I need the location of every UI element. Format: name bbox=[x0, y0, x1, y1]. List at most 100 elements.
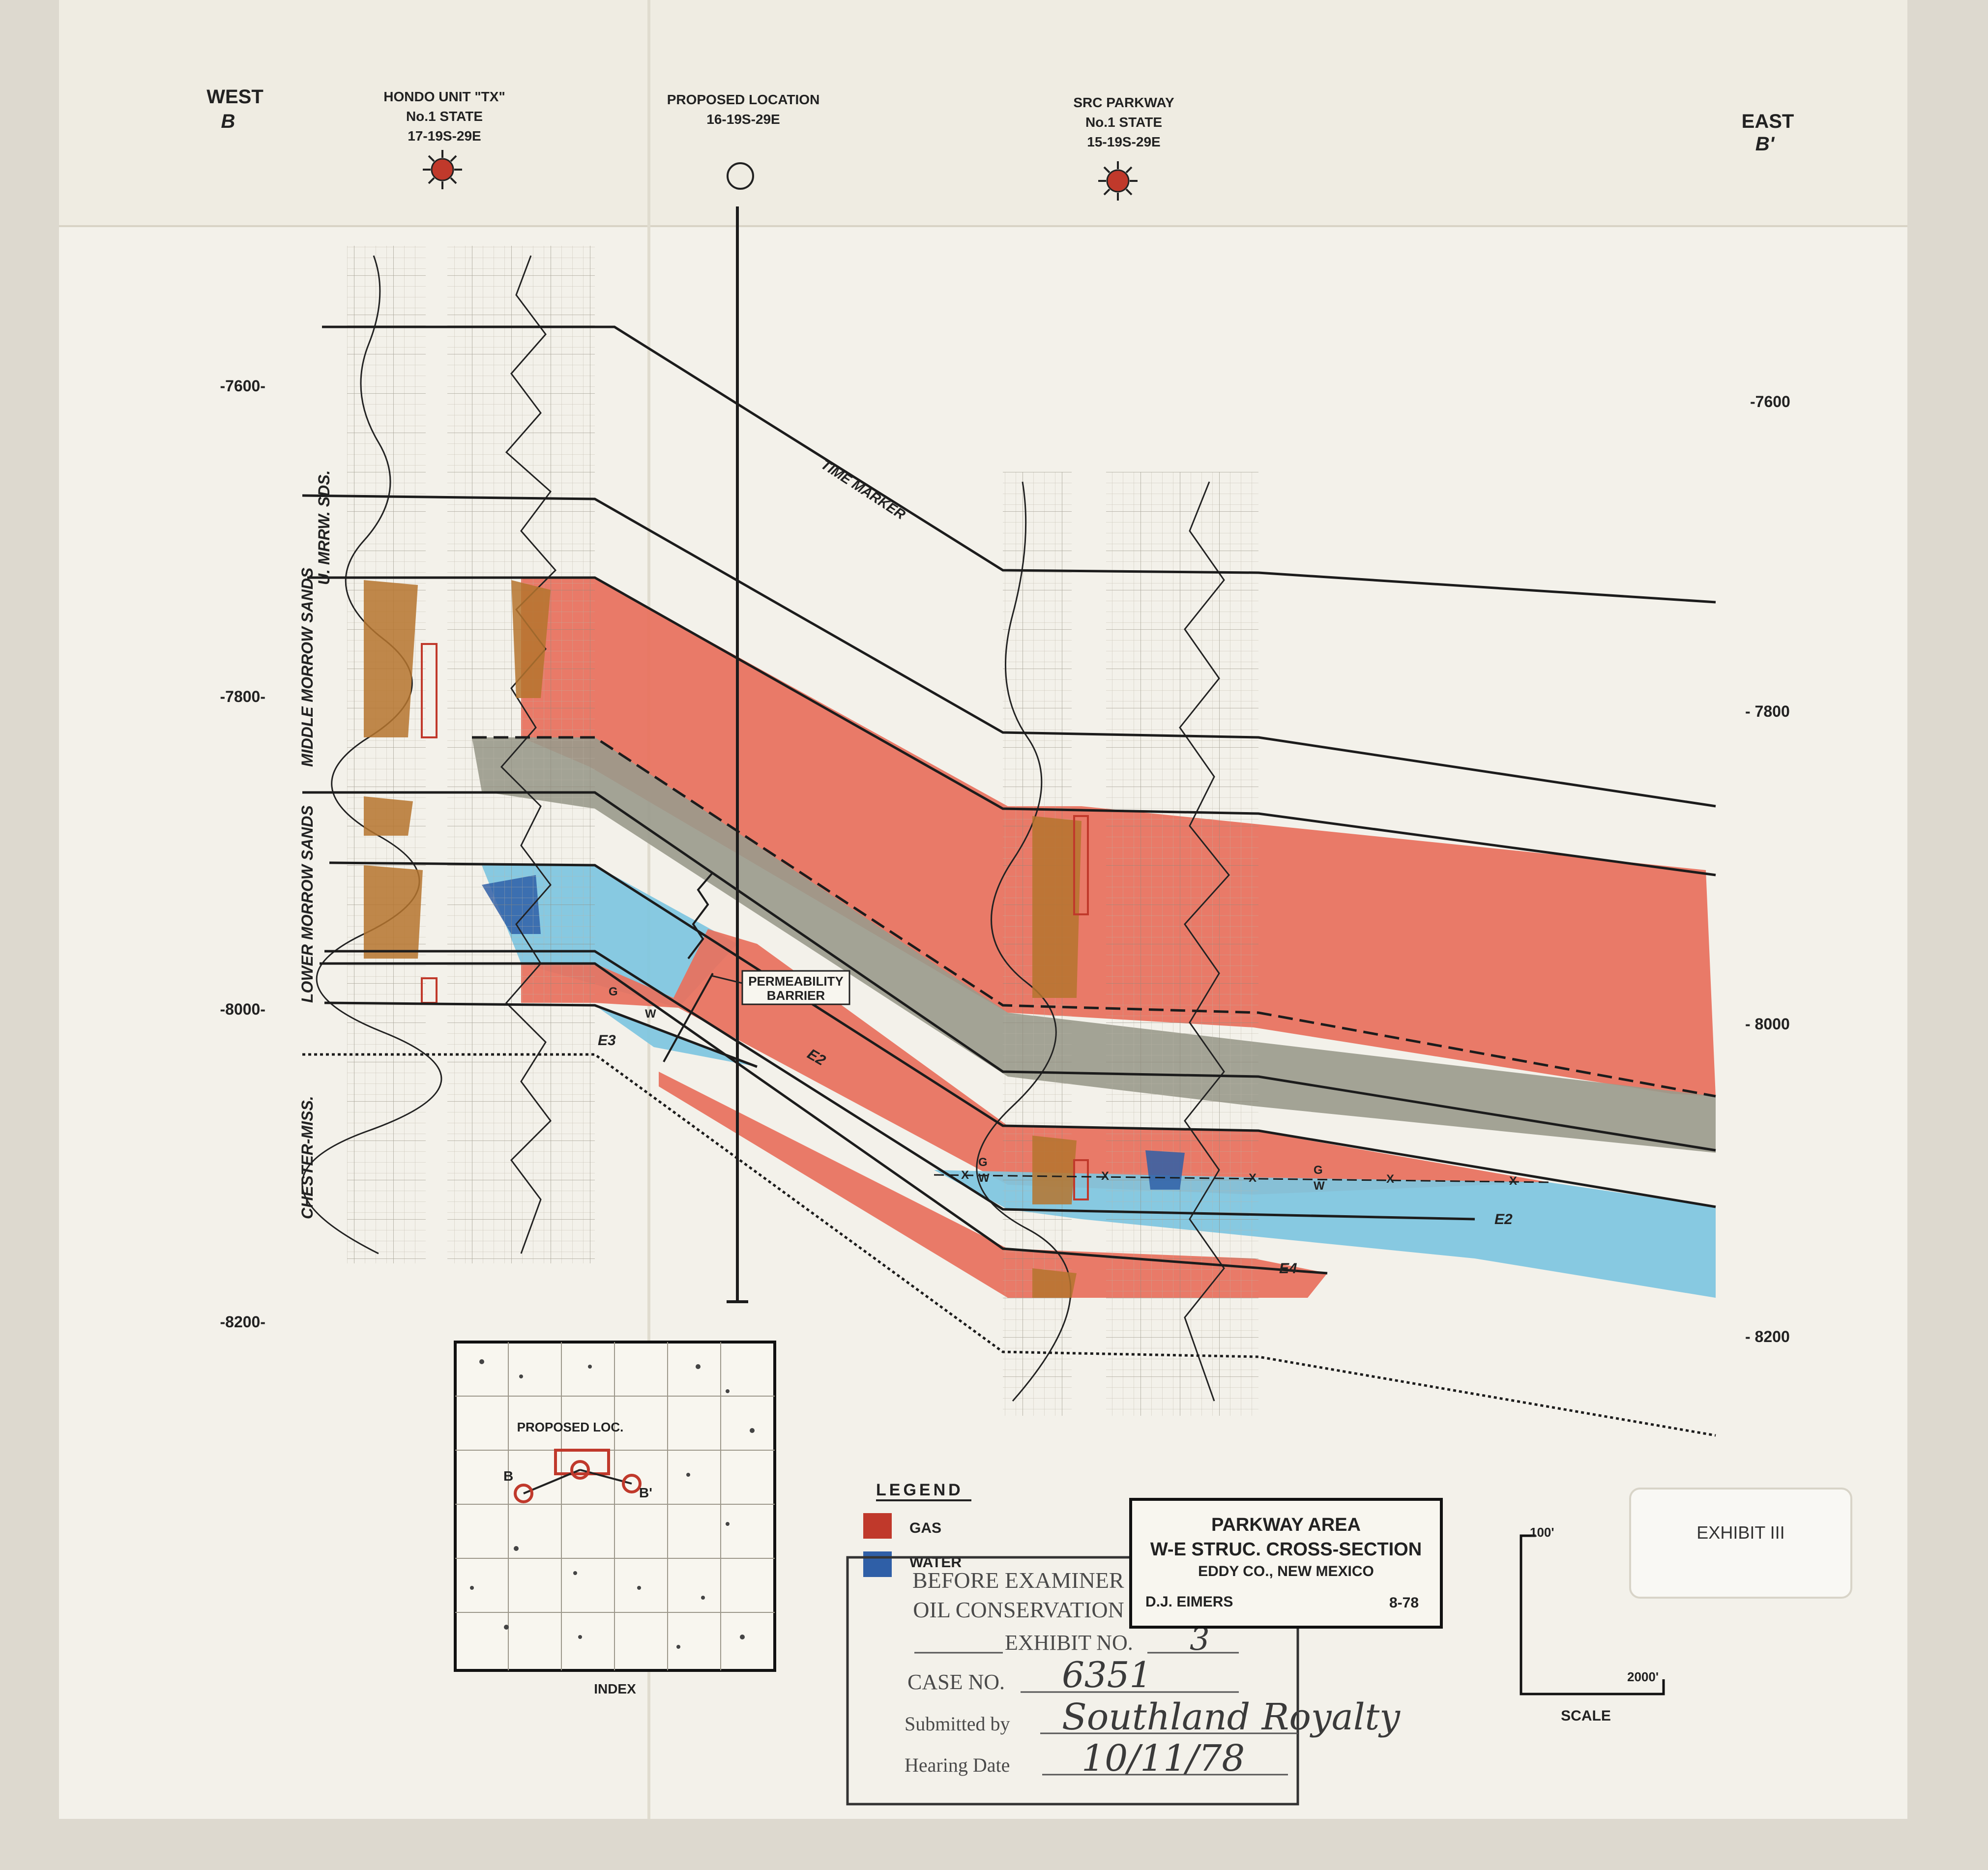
b-label: B bbox=[503, 1468, 513, 1484]
correlation-lines bbox=[302, 206, 1716, 1437]
perforation-marker bbox=[1073, 815, 1089, 915]
depth-axis-right: -7600 - 7800 - 8000 - 8200 bbox=[1745, 393, 1790, 1345]
permeability-barrier bbox=[687, 872, 714, 960]
contact-g: G bbox=[1314, 1164, 1323, 1177]
well-location: 17-19S-29E bbox=[408, 128, 481, 144]
depth-tick: -7600 bbox=[1750, 393, 1790, 410]
gas-well-icon bbox=[1098, 161, 1138, 201]
contact-x: X bbox=[1509, 1174, 1517, 1188]
depth-tick: - 8200 bbox=[1745, 1328, 1790, 1345]
exhibit-tag-frame bbox=[1629, 1488, 1852, 1599]
proposed-location: 16-19S-29E bbox=[706, 112, 780, 127]
proposed-loc-box bbox=[554, 1449, 610, 1475]
gas-sand-fill bbox=[364, 580, 418, 737]
legend-title: LEGEND bbox=[876, 1481, 964, 1499]
title-block: PARKWAY AREA W-E STRUC. CROSS-SECTION ED… bbox=[1129, 1498, 1443, 1629]
west-b-label: B bbox=[221, 111, 235, 132]
submitted-by-label: Submitted by bbox=[905, 1713, 1010, 1735]
east-label: EAST bbox=[1742, 111, 1794, 132]
west-label: WEST bbox=[206, 86, 263, 108]
depth-axis-left: -7600- -7800- -8000- -8200- bbox=[220, 377, 266, 1331]
well-header-hondo: HONDO UNIT "TX" No.1 STATE 17-19S-29E bbox=[383, 89, 505, 189]
well-name: HONDO UNIT "TX" bbox=[383, 89, 505, 104]
chester-miss-label: CHESTER-MISS. bbox=[298, 1096, 316, 1219]
gas-water-contact: X X X X X G W G W bbox=[934, 1156, 1549, 1193]
perforation-marker bbox=[421, 643, 438, 738]
proposed-loc-label: PROPOSED LOC. bbox=[517, 1420, 624, 1434]
contact-g: G bbox=[978, 1156, 988, 1169]
legend-label-gas: GAS bbox=[909, 1520, 941, 1536]
map-well-b-prime-icon bbox=[622, 1474, 642, 1493]
exhibit-no-label: EXHIBIT NO. bbox=[1005, 1631, 1133, 1655]
e3-base-line bbox=[324, 1001, 758, 1068]
contact-x: X bbox=[1386, 1172, 1394, 1186]
east-b-prime-label: B' bbox=[1755, 133, 1775, 155]
case-no-value: 6351 bbox=[1062, 1654, 1152, 1695]
hearing-date-value: 10/11/78 bbox=[1082, 1737, 1245, 1780]
permeability-barrier-callout: PERMEABILITY BARRIER bbox=[711, 970, 850, 1005]
title-line-3: EDDY CO., NEW MEXICO bbox=[1198, 1563, 1374, 1579]
depth-tick: -8000- bbox=[220, 1000, 266, 1018]
u-morrow-top-line bbox=[302, 494, 1716, 808]
scale-horizontal-label: 2000' bbox=[1627, 1669, 1659, 1684]
gas-zone-e4 bbox=[659, 1072, 1327, 1298]
middle-morrow-top-line bbox=[307, 576, 1716, 877]
well-header-src: SRC PARKWAY No.1 STATE 15-19S-29E bbox=[1073, 95, 1174, 201]
index-title: INDEX bbox=[594, 1681, 636, 1696]
contact-x: X bbox=[961, 1169, 969, 1182]
title-author: D.J. EIMERS bbox=[1145, 1594, 1233, 1610]
contact-x: X bbox=[1249, 1171, 1257, 1185]
gas-sand-fill bbox=[364, 865, 423, 959]
hearing-date-label: Hearing Date bbox=[905, 1754, 1010, 1776]
water-sand-fill bbox=[1145, 1150, 1185, 1190]
legend: LEGEND GAS WATER bbox=[863, 1481, 971, 1577]
upper-morrow-label: U. MRRW. SDS. bbox=[315, 470, 333, 585]
sp-curve bbox=[301, 255, 442, 1255]
callout-box bbox=[741, 970, 850, 1005]
proposed-name: PROPOSED LOCATION bbox=[667, 92, 820, 107]
e3-label: E3 bbox=[598, 1032, 616, 1049]
gas-sand-fill bbox=[1032, 1136, 1077, 1204]
contact-w: W bbox=[978, 1171, 990, 1185]
legend-swatch-water bbox=[863, 1551, 892, 1577]
log-track-left bbox=[347, 246, 426, 1263]
e3-w-label: W bbox=[645, 1007, 656, 1021]
contact-w: W bbox=[1314, 1179, 1325, 1193]
scale-bar: 100' 2000' SCALE bbox=[1520, 1525, 1665, 1724]
well-number: No.1 STATE bbox=[1085, 115, 1162, 130]
title-block-frame bbox=[1129, 1498, 1443, 1629]
stamp-frame bbox=[846, 1556, 1299, 1806]
chester-miss-top-line bbox=[302, 1053, 1716, 1437]
lower-morrow-line-3 bbox=[324, 950, 1475, 1221]
exhibit-tag-text: EXHIBIT III bbox=[1696, 1522, 1784, 1543]
well-name: SRC PARKWAY bbox=[1073, 95, 1174, 110]
well-location: 15-19S-29E bbox=[1087, 134, 1160, 149]
depth-tick: -8200- bbox=[220, 1313, 266, 1331]
well-log-src bbox=[976, 472, 1258, 1416]
well-number: No.1 STATE bbox=[406, 109, 483, 124]
index-map: PROPOSED LOC. B B' INDEX bbox=[454, 1341, 776, 1696]
gas-sand-fill bbox=[511, 580, 551, 698]
middle-morrow-label: MIDDLE MORROW SANDS bbox=[298, 567, 316, 767]
gas-sand-fill bbox=[364, 796, 413, 836]
scale-vertical-label: 100' bbox=[1530, 1525, 1554, 1540]
e2-wedge-line bbox=[663, 973, 714, 1062]
e2-label-east: E2 bbox=[1494, 1211, 1513, 1227]
title-line-2: W-E STRUC. CROSS-SECTION bbox=[1150, 1539, 1422, 1560]
paper-fold-top bbox=[59, 0, 1907, 226]
case-no-label: CASE NO. bbox=[907, 1670, 1005, 1694]
submitted-by-value: Southland Royalty bbox=[1062, 1696, 1401, 1738]
depth-tick: -7600- bbox=[220, 377, 266, 395]
callout-line-1: PERMEABILITY bbox=[748, 974, 844, 989]
map-proposed-icon bbox=[570, 1460, 590, 1480]
gas-sand-fill bbox=[1032, 816, 1082, 998]
depth-tick: -7800- bbox=[220, 688, 266, 705]
sp-curve bbox=[976, 481, 1072, 1402]
contact-x: X bbox=[1101, 1169, 1109, 1183]
log-track-right bbox=[447, 246, 595, 1263]
log-track-right bbox=[1106, 472, 1258, 1416]
legend-swatch-gas bbox=[863, 1513, 892, 1539]
lower-morrow-line-2 bbox=[329, 861, 1716, 1208]
resistivity-curve bbox=[1179, 481, 1230, 1402]
